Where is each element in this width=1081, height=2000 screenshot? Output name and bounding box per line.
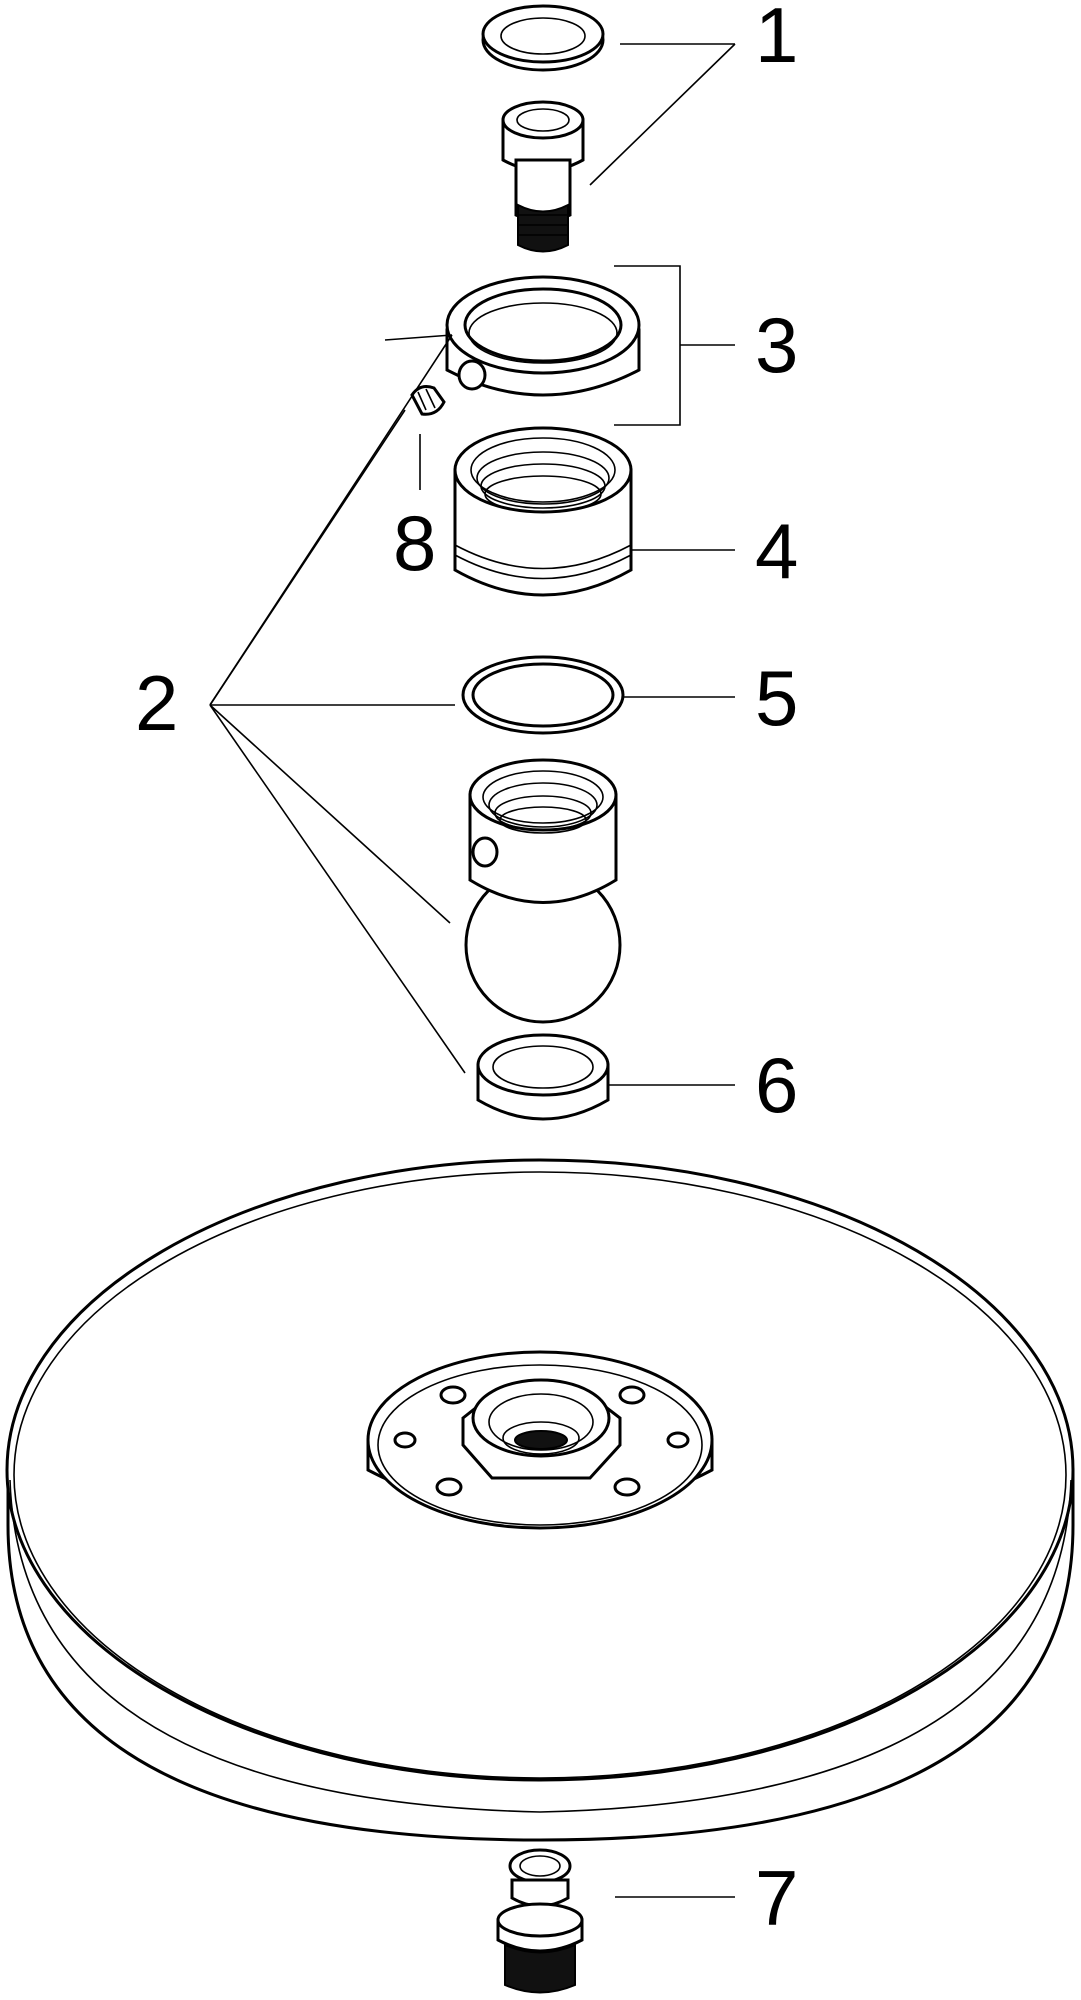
callout-7: 7 xyxy=(755,1854,798,1942)
callout-6: 6 xyxy=(755,1041,798,1129)
part-flow-insert xyxy=(496,1848,584,1994)
part-spacer-ring xyxy=(476,1033,610,1121)
part-grub-screw xyxy=(410,385,446,416)
callout-8: 8 xyxy=(393,499,436,587)
part-threaded-connector xyxy=(501,100,585,253)
callout-3: 3 xyxy=(755,301,798,389)
part-ball-joint xyxy=(464,758,622,1024)
part-seal-ring xyxy=(481,4,605,72)
callout-2: 2 xyxy=(135,659,178,747)
callout-labels: 1 2 3 4 5 6 7 8 xyxy=(135,0,798,1942)
leader-lines xyxy=(209,43,736,1898)
callout-4: 4 xyxy=(755,507,798,595)
part-collar-ring xyxy=(445,275,641,397)
part-o-ring xyxy=(461,655,625,735)
callout-1: 1 xyxy=(755,0,798,79)
part-threaded-sleeve xyxy=(453,426,633,597)
callout-5: 5 xyxy=(755,654,798,742)
part-shower-head-plate xyxy=(5,1158,1075,1842)
